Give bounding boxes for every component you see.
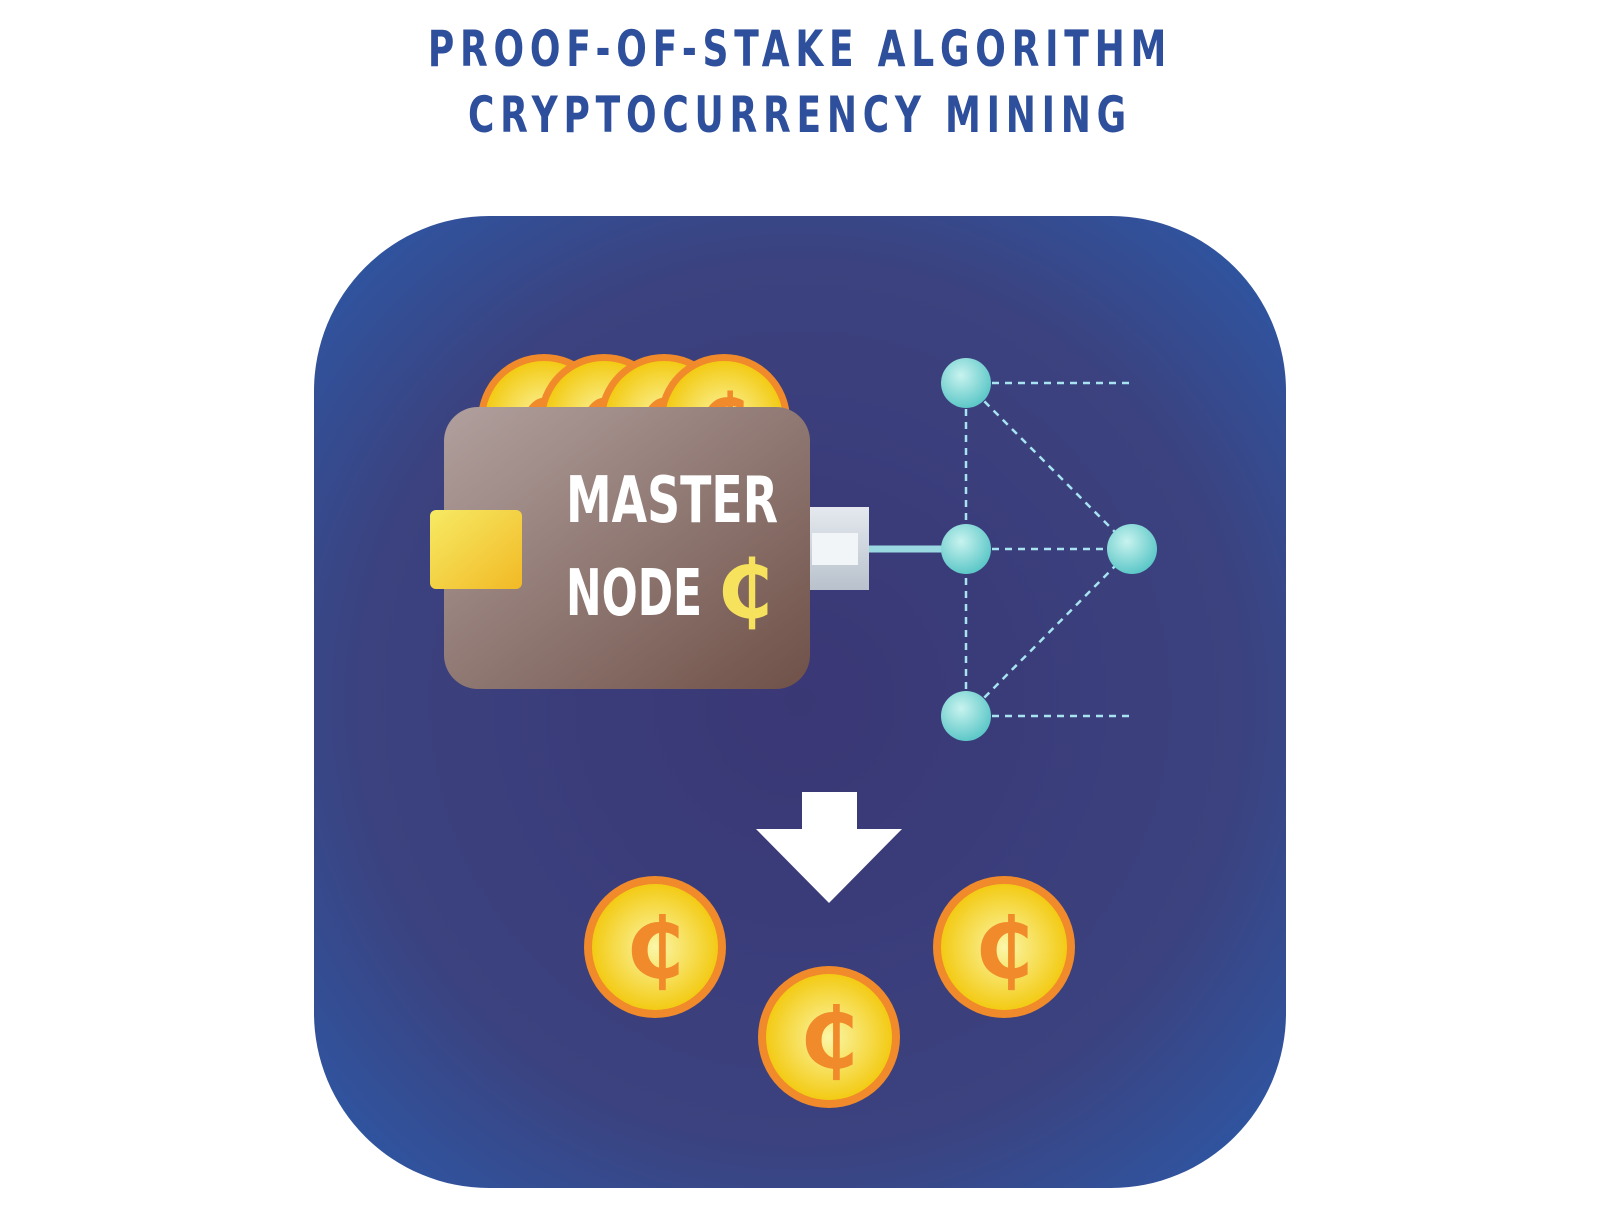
wallet-label-master: MASTER [566, 464, 778, 538]
connector-plug-inner [812, 533, 858, 565]
network-links [964, 381, 1133, 718]
network-node-icon [941, 358, 991, 408]
coin-icon: ₵ [933, 876, 1075, 1018]
svg-text:₵: ₵ [975, 900, 1033, 998]
currency-symbol-icon: ₵ [717, 544, 773, 637]
svg-text:₵: ₵ [626, 900, 684, 998]
title-line-1: PROOF-OF-STAKE ALGORITHM [427, 20, 1173, 78]
wallet-icon [444, 407, 810, 689]
network-node-icon [941, 691, 991, 741]
wallet-label-node: NODE [566, 557, 702, 631]
title-line-2: CRYPTOCURRENCY MINING [467, 86, 1132, 144]
network-node-icon [941, 524, 991, 574]
down-arrow-icon [756, 792, 902, 903]
network-node-icon [1107, 524, 1157, 574]
svg-text:₵: ₵ [800, 990, 858, 1088]
coin-icon: ₵ [584, 876, 726, 1018]
coin-icon: ₵ [758, 966, 900, 1108]
wallet-clasp [430, 510, 522, 589]
